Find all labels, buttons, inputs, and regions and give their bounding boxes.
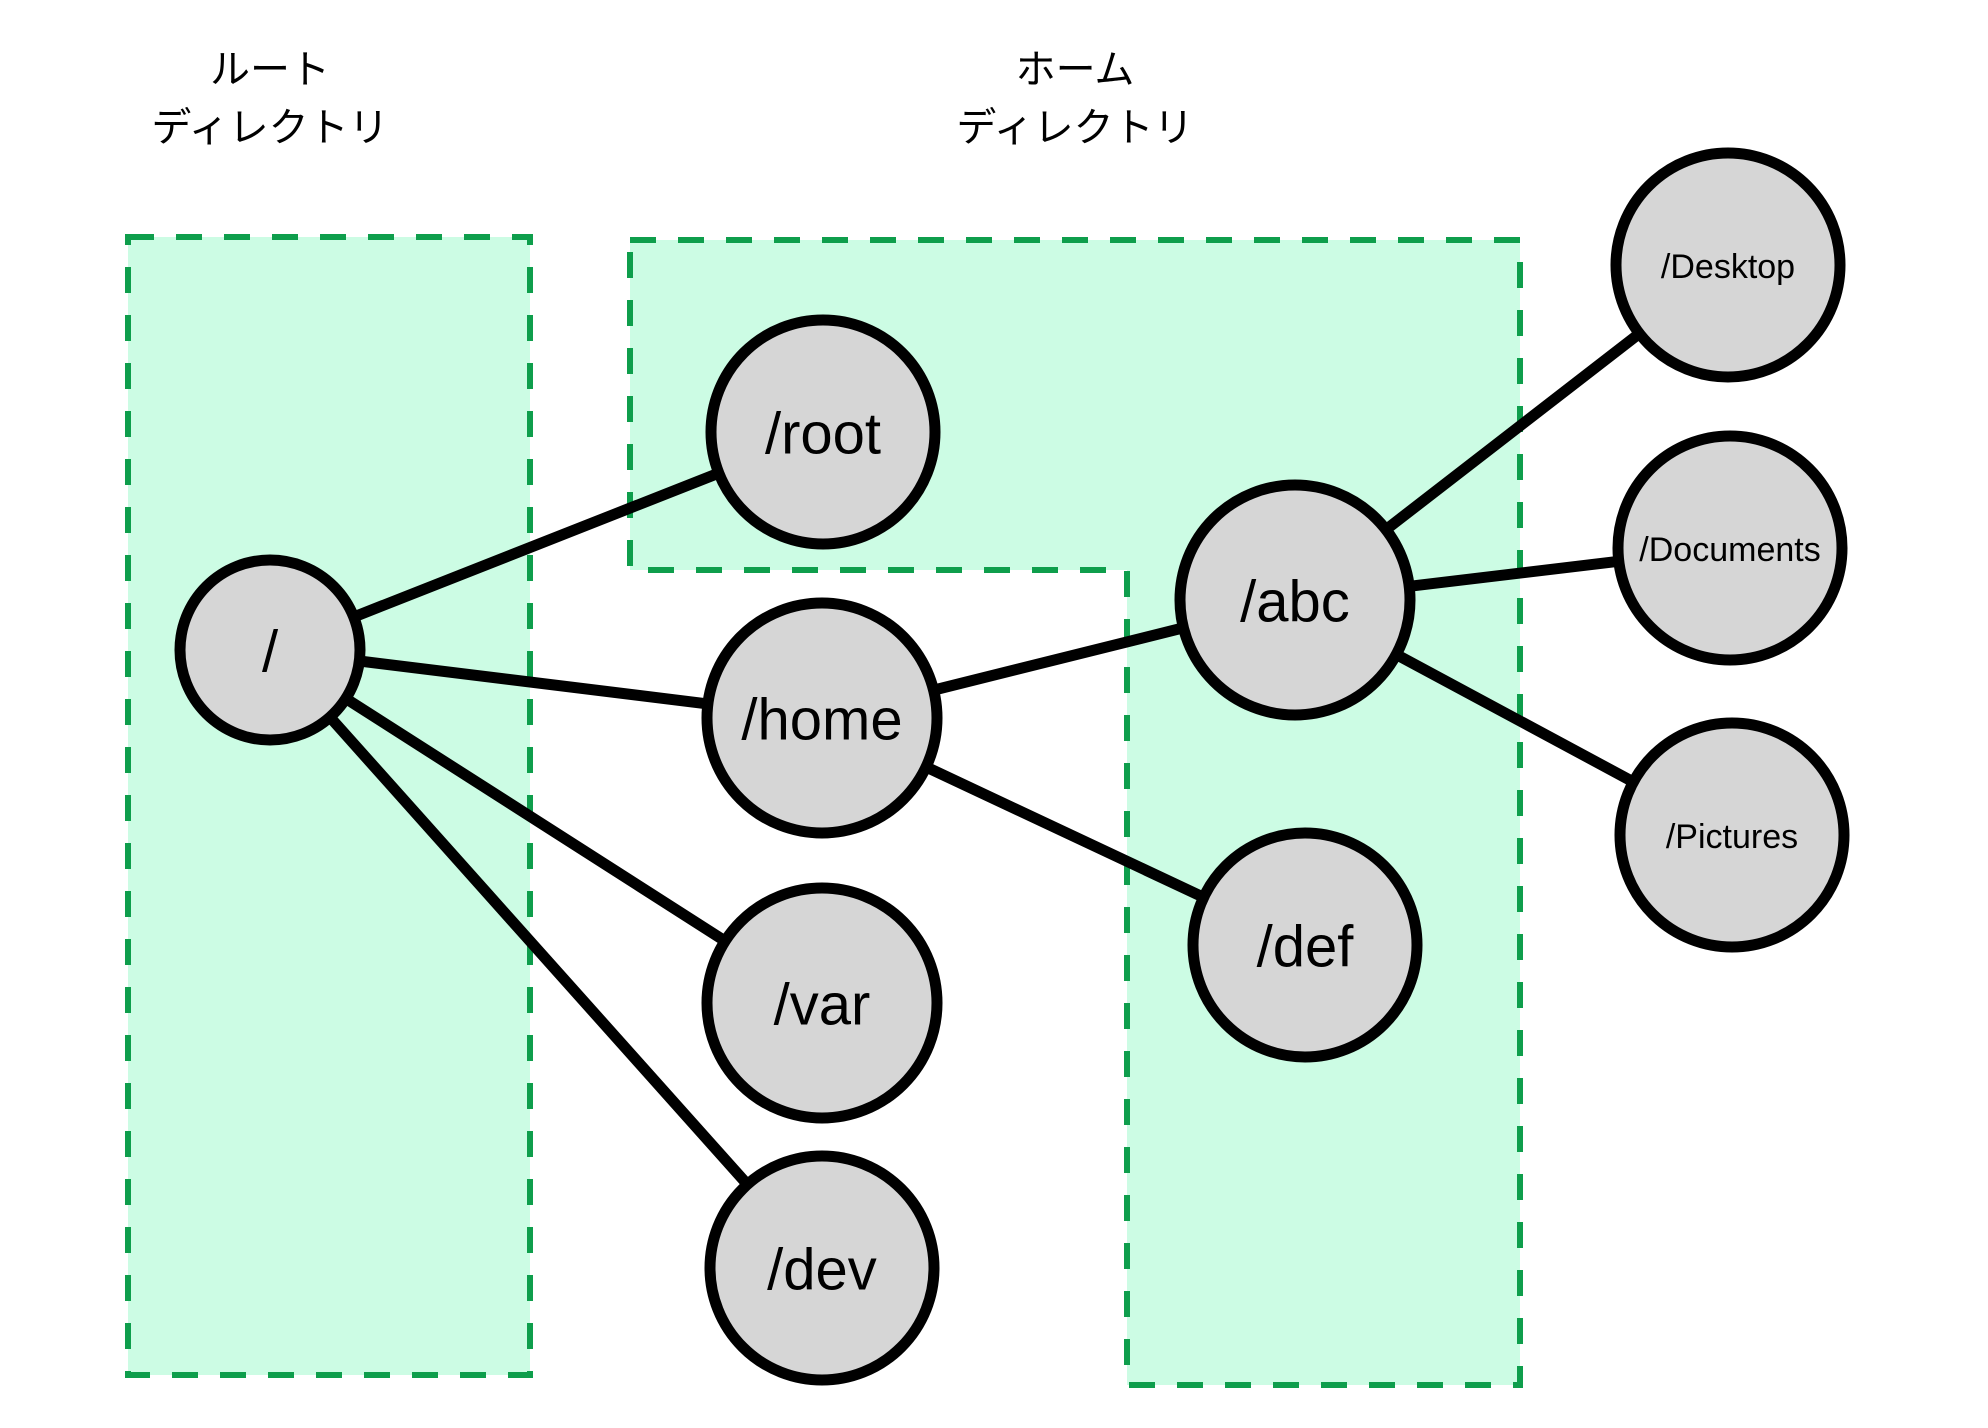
root-directory-label-line1: ルート: [210, 48, 330, 92]
edge-home-to-abc: [924, 621, 1193, 697]
edge-abc-to-desktop: [1377, 325, 1649, 538]
edge-root-to-dev: [321, 708, 756, 1193]
edge-abc-to-pictures: [1387, 647, 1643, 790]
home-directory-region-border: [627, 237, 1523, 1388]
node-root[interactable]: /: [174, 554, 366, 746]
node-def-circle[interactable]: [1187, 827, 1423, 1063]
node-dev[interactable]: /dev: [704, 1150, 940, 1386]
node-root-circle[interactable]: [174, 554, 366, 746]
node-desktop[interactable]: /Desktop: [1610, 147, 1846, 383]
node-var-circle[interactable]: [701, 882, 943, 1124]
node-dev-circle[interactable]: [704, 1150, 940, 1386]
node-home[interactable]: /home: [701, 597, 943, 839]
node-home-circle[interactable]: [701, 597, 943, 839]
root-directory-region-border: [125, 234, 533, 1378]
home-directory-label-line2: ディレクトリ: [956, 106, 1193, 150]
root-directory-label-line2: ディレクトリ: [151, 106, 388, 150]
node-root-dir[interactable]: /root: [705, 314, 941, 550]
node-pictures-circle[interactable]: [1614, 717, 1850, 953]
node-abc-circle[interactable]: [1174, 479, 1416, 721]
node-pictures[interactable]: /Pictures: [1614, 717, 1850, 953]
node-abc[interactable]: /abc: [1174, 479, 1416, 721]
edge-home-to-def: [916, 759, 1213, 905]
home-directory-label-line1: ホーム: [1016, 48, 1135, 92]
edges-layer: [321, 325, 1649, 1193]
root-directory-region: [128, 237, 530, 1375]
node-def[interactable]: /def: [1187, 827, 1423, 1063]
edge-root-to-rootdir: [344, 466, 729, 624]
node-root-dir-circle[interactable]: [705, 314, 941, 550]
node-var[interactable]: /var: [701, 882, 943, 1124]
root-directory-region-fill: [128, 237, 530, 1375]
edge-abc-to-documents: [1399, 555, 1629, 593]
edge-root-to-home: [349, 655, 718, 710]
node-documents[interactable]: /Documents: [1612, 430, 1848, 666]
node-desktop-circle[interactable]: [1610, 147, 1846, 383]
node-documents-circle[interactable]: [1612, 430, 1848, 666]
edge-root-to-var: [336, 690, 734, 949]
